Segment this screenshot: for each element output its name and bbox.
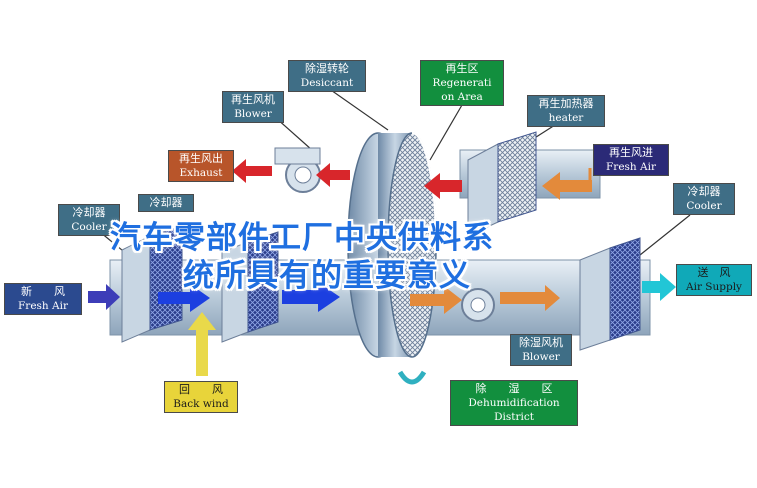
label-regen-blower-en: Blower [234, 108, 272, 120]
label-fresh-air-en: Fresh Air [18, 300, 68, 312]
label-regen-blower: 再生风机 Blower [222, 91, 284, 123]
process-arrow-4 [500, 285, 560, 311]
label-air-supply: 送 风 Air Supply [676, 264, 752, 296]
label-regen-heater-en: heater [548, 112, 584, 124]
label-dehum-district-en2: District [494, 411, 534, 423]
label-back-wind-en: Back wind [173, 398, 229, 410]
label-air-supply-en: Air Supply [686, 281, 742, 293]
label-dehum-blower-zh: 除湿风机 [519, 336, 563, 349]
label-cooler-left-zh: 冷却器 [72, 206, 106, 219]
label-regen-heater: 再生加热器 heater [527, 95, 605, 127]
fresh-air-arrow [88, 284, 120, 310]
label-desiccant-wheel: 除湿转轮 Desiccant [288, 60, 366, 92]
label-dehum-district-zh: 除 湿 区 [475, 382, 553, 395]
dehum-blower-fan [470, 297, 486, 313]
label-desiccant-wheel-en: Desiccant [300, 77, 354, 89]
regen-hot-arrow [424, 173, 462, 199]
label-cooler-mid-zh: 冷却器 [149, 196, 183, 209]
title-overlay-line1: 汽车零部件工厂中央供料系 [110, 220, 494, 256]
label-regen-fresh-air-en: Fresh Air [606, 161, 656, 173]
exhaust-arrow [232, 159, 272, 183]
label-regen-fresh-air-zh: 再生风进 [609, 146, 653, 159]
label-desiccant-wheel-zh: 除湿转轮 [305, 62, 349, 75]
label-back-wind: 回 风 Back wind [164, 381, 238, 413]
regen-return-arrow [316, 163, 350, 187]
label-regen-area-en1: Regenerati [432, 77, 492, 89]
label-regen-blower-zh: 再生风机 [231, 93, 275, 106]
label-regen-exhaust-zh: 再生风出 [179, 152, 223, 165]
label-regen-exhaust-en: Exhaust [179, 167, 223, 179]
label-cooler-mid: 冷却器 [138, 194, 194, 212]
label-cooler-right: 冷却器 Cooler [673, 183, 735, 215]
label-back-wind-zh: 回 风 [179, 383, 223, 396]
label-air-supply-zh: 送 风 [697, 266, 731, 279]
label-regen-area: 再生区 Regenerati on Area [420, 60, 504, 106]
regen-blower-outlet [274, 147, 321, 165]
label-regen-area-zh: 再生区 [445, 62, 479, 75]
label-dehum-district: 除 湿 区 Dehumidification District [450, 380, 578, 426]
process-arrow-1 [158, 284, 210, 312]
label-regen-heater-zh: 再生加热器 [538, 97, 594, 110]
regen-sector-line [411, 132, 437, 246]
airflow-arrows [88, 159, 676, 376]
label-regen-area-en2: on Area [441, 91, 483, 103]
cooler-right-frame [579, 247, 611, 351]
label-fresh-air-zh: 新 风 [21, 285, 65, 298]
label-dehum-blower-en: Blower [522, 351, 560, 363]
label-fresh-air: 新 风 Fresh Air [4, 283, 82, 315]
cooler-right-coil [609, 237, 641, 341]
label-cooler-left: 冷却器 Cooler [58, 204, 120, 236]
heater-coil [497, 131, 537, 223]
label-regen-fresh-air: 再生风进 Fresh Air [593, 144, 669, 176]
cooler-mid-coil [247, 231, 279, 333]
process-arrow-3 [410, 286, 462, 314]
regen-blower-fan [294, 166, 312, 184]
label-dehum-district-en1: Dehumidification [468, 397, 560, 409]
wheel-rotation-arrow [397, 370, 427, 385]
label-cooler-left-en: Cooler [71, 221, 107, 233]
process-arrow-2 [282, 282, 340, 312]
label-cooler-right-en: Cooler [686, 200, 722, 212]
label-cooler-right-zh: 冷却器 [687, 185, 721, 198]
regen-fresh-air-arrow [542, 172, 592, 200]
air-supply-arrow [642, 273, 676, 301]
label-regen-exhaust: 再生风出 Exhaust [168, 150, 234, 182]
label-dehum-blower: 除湿风机 Blower [510, 334, 572, 366]
back-wind-arrow [188, 312, 216, 376]
title-overlay-line2: 统所具有的重要意义 [183, 258, 471, 294]
